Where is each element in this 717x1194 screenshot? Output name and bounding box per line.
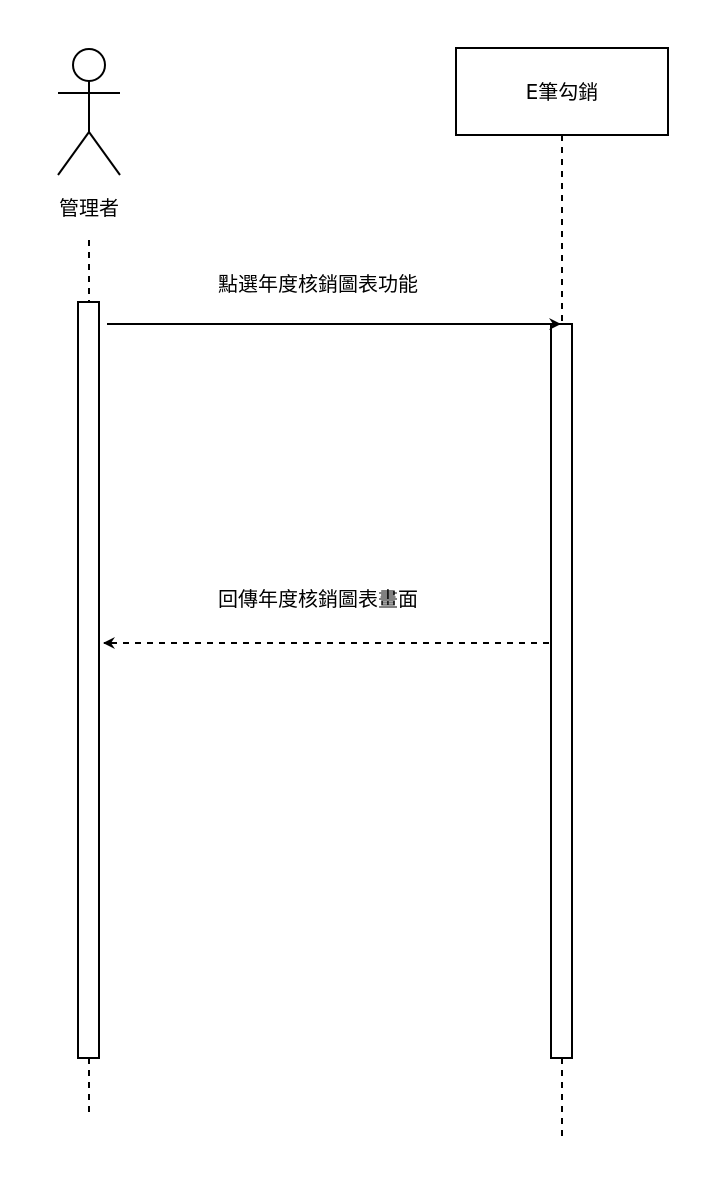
system-participant-box: [455, 47, 669, 136]
actor-name-label: 管理者: [59, 196, 119, 220]
actor-stick-figure-icon: [57, 48, 121, 176]
system-name-label: E筆勾銷: [526, 80, 599, 104]
message-response-label: 回傳年度核銷圖表畫面: [218, 587, 418, 611]
message-request-label: 點選年度核銷圖表功能: [218, 272, 418, 296]
actor-activation-bar: [77, 301, 100, 1059]
system-activation-bar: [550, 323, 573, 1059]
